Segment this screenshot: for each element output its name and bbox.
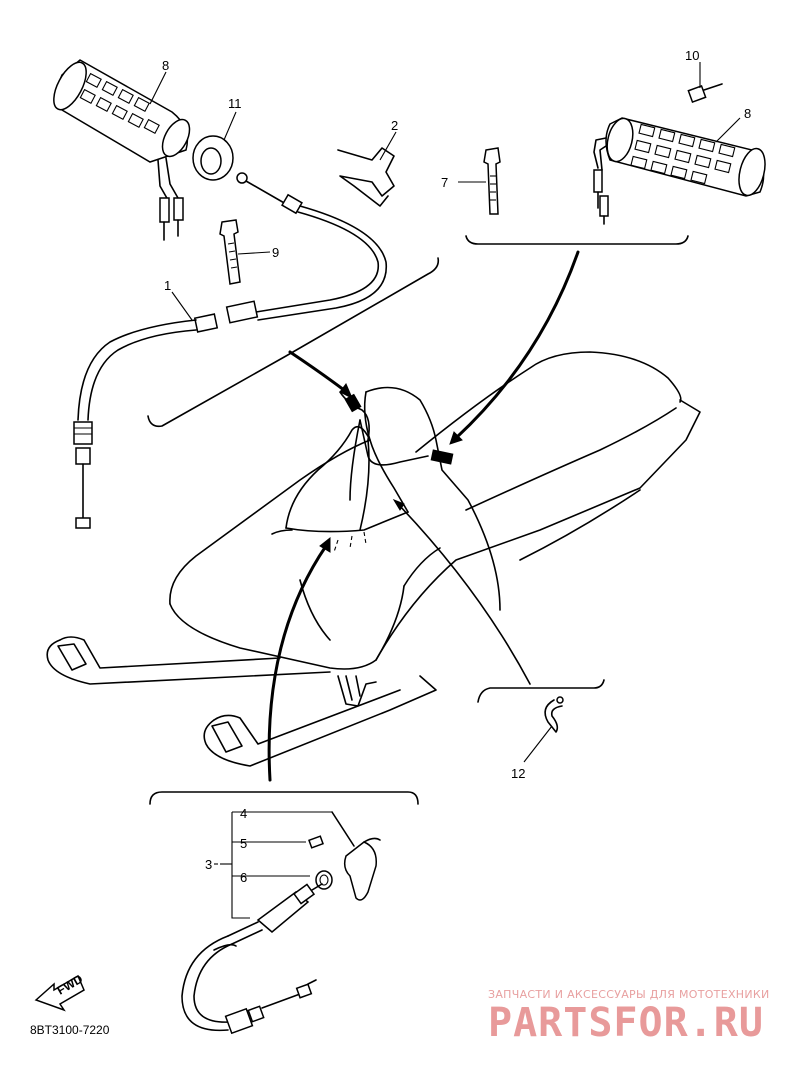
left-grip bbox=[53, 59, 191, 241]
watermark-tagline: ЗАПЧАСТИ И АКСЕССУАРЫ ДЛЯ МОТОТЕХНИКИ bbox=[488, 988, 770, 1001]
callout-11: 11 bbox=[228, 96, 242, 111]
watermark: ЗАПЧАСТИ И АКСЕССУАРЫ ДЛЯ МОТОТЕХНИКИ PA… bbox=[488, 988, 770, 1046]
screw bbox=[687, 83, 723, 103]
callout-10: 10 bbox=[685, 48, 699, 63]
callout-4: 4 bbox=[240, 806, 247, 821]
callout-5: 5 bbox=[240, 836, 247, 851]
group-brackets bbox=[147, 235, 689, 805]
snowmobile-body bbox=[169, 351, 701, 670]
grip-ring bbox=[192, 135, 234, 181]
callout-12: 12 bbox=[511, 766, 525, 781]
throttle-assembly bbox=[181, 811, 381, 1035]
callout-8-left: 8 bbox=[162, 58, 169, 73]
callout-3: 3 bbox=[205, 857, 212, 872]
callout-2: 2 bbox=[391, 118, 398, 133]
callout-numbers: 8 11 2 10 8 7 9 1 12 4 5 3 6 bbox=[162, 48, 751, 885]
callout-6: 6 bbox=[240, 870, 247, 885]
callout-9: 9 bbox=[272, 245, 279, 260]
leader-arrows bbox=[267, 250, 580, 782]
right-grip bbox=[593, 117, 766, 225]
callout-7: 7 bbox=[441, 175, 448, 190]
cable-tie-right bbox=[483, 147, 501, 215]
part-code: 8BT3100-7220 bbox=[30, 1023, 110, 1037]
callout-leaders bbox=[149, 62, 741, 865]
front-direction-marker: FWD bbox=[34, 972, 85, 1012]
callout-8-right: 8 bbox=[744, 106, 751, 121]
throttle-cable bbox=[73, 172, 388, 529]
wire-clip bbox=[337, 147, 395, 207]
callout-1: 1 bbox=[164, 278, 171, 293]
skis bbox=[46, 636, 437, 767]
hose-clamp bbox=[544, 696, 564, 733]
cable-tie-left bbox=[219, 219, 241, 285]
watermark-brand: PARTSFOR.RU bbox=[488, 1000, 764, 1046]
